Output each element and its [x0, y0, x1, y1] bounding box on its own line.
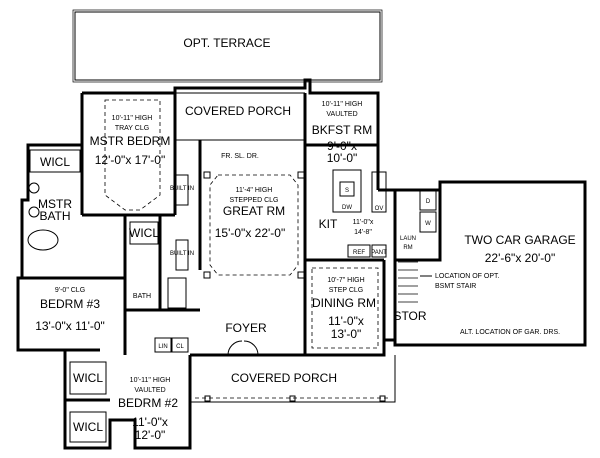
built-in-units: BUILT IN BUILT IN [170, 174, 194, 271]
bedrm2-size-1: 11'-0"x [132, 415, 168, 429]
mstr-bedrm-label: MSTR BEDRM [90, 134, 171, 148]
laun-label-2: RM [403, 245, 412, 251]
sink-label: S [345, 188, 349, 194]
bedroom-2: WICL WICL 10'-11" HIGH VAULTED BEDRM #2 … [69, 361, 178, 443]
lin-label: LIN [158, 344, 167, 350]
built-in-label-upper: BUILT IN [170, 186, 194, 192]
master-bedroom: 10'-11" HIGH TRAY CLG MSTR BEDRM 12'-0"x… [90, 99, 171, 211]
bedrm3-ceiling: 9'-0" CLG [55, 287, 85, 294]
great-rm-size: 15'-0"x 22'-0" [215, 226, 285, 240]
covered-porch-bottom-label: COVERED PORCH [231, 371, 337, 385]
dryer-label: D [426, 199, 431, 205]
built-in-label-lower: BUILT IN [170, 251, 194, 257]
bath-label: BATH [133, 293, 151, 300]
great-ceiling-height: 11'-4" HIGH [236, 187, 273, 194]
bkfst-rm-label: BKFST RM [312, 123, 372, 137]
foyer-label: FOYER [225, 321, 267, 335]
washer-label: W [425, 221, 431, 227]
laundry: D W LAUN RM [393, 188, 442, 262]
hall-bath: BATH [133, 277, 187, 309]
pant-label: PANT [371, 250, 387, 256]
bedrm3-size: 13'-0"x 11'-0" [35, 319, 105, 333]
oven-label: OV [375, 206, 384, 212]
dining-room: 10'-7" HIGH STEP CLG DINING RM 11'-0"x 1… [311, 267, 379, 349]
wicl-bedrm2b-label: WICL [73, 420, 103, 434]
ref-label: REF [353, 250, 365, 256]
mstr-bedrm-size: 12'-0"x 17'-0" [95, 153, 165, 167]
exterior-walls [16, 78, 395, 450]
opt-terrace-label: OPT. TERRACE [183, 36, 270, 50]
covered-porch-top-label: COVERED PORCH [185, 104, 291, 118]
kitchen-island [332, 169, 362, 213]
mstr-bath-label-1: MSTR [38, 197, 72, 211]
bedrm2-ceiling-type: VAULTED [134, 387, 165, 394]
dishwasher-label: DW [342, 205, 352, 211]
covered-porch-top: COVERED PORCH FR. SL. DR. [175, 92, 305, 160]
dining-size-2: 13'-0" [331, 327, 362, 341]
bkfst-ceiling-height: 10'-11" HIGH [322, 101, 363, 108]
ref-pantry: REF PANT [347, 244, 387, 258]
dining-size-1: 11'-0"x [328, 314, 364, 328]
garage-size: 22'-6"x 20'-0" [485, 251, 555, 265]
gar-drs-note: ALT. LOCATION OF GAR. DRS. [460, 329, 560, 336]
great-room: 11'-4" HIGH STEPPED CLG GREAT RM 15'-0"x… [203, 171, 305, 279]
kit-size-1: 11'-0"x [353, 219, 374, 226]
garage: TWO CAR GARAGE 22'-6"x 20'-0" LOCATION O… [393, 180, 587, 347]
covered-porch-bottom: COVERED PORCH [189, 355, 396, 403]
dining-ceiling-height: 10'-7" HIGH [327, 277, 364, 284]
opt-bsmt-stair [398, 261, 418, 303]
great-ceiling-type: STEPPED CLG [229, 197, 278, 204]
kit-size-2: 14'-8" [354, 229, 372, 236]
cl-label: CL [176, 344, 184, 350]
stor-label: STOR [393, 309, 426, 323]
laun-label-1: LAUN [400, 236, 416, 242]
bedrm2-label: BEDRM #2 [118, 396, 178, 410]
foyer: FOYER LIN CL [154, 321, 267, 356]
bedrm3-label: BEDRM #3 [40, 297, 100, 311]
garage-label: TWO CAR GARAGE [464, 233, 575, 247]
kitchen: S DW OV KIT 11'-0"x 14'-8" [319, 169, 387, 236]
mstr-ceiling-type: TRAY CLG [115, 125, 149, 132]
great-rm-label: GREAT RM [223, 204, 285, 218]
tub [27, 229, 59, 251]
storage: STOR [393, 309, 426, 323]
bedrm2-ceiling-height: 10'-11" HIGH [130, 377, 171, 384]
mstr-bath-label-2: BATH [39, 209, 70, 223]
bkfst-size-2: 10'-0" [327, 151, 358, 165]
bkfst-ceiling-type: VAULTED [326, 111, 357, 118]
bedroom-3: 9'-0" CLG BEDRM #3 13'-0"x 11'-0" [35, 287, 105, 333]
bsmt-note-1: LOCATION OF OPT. [435, 273, 499, 280]
dining-ceiling-type: STEP CLG [329, 287, 364, 294]
wicl-bedrm2a-label: WICL [73, 371, 103, 385]
bsmt-note-2: BSMT STAIR [435, 283, 476, 290]
opt-terrace: OPT. TERRACE [72, 9, 383, 83]
bkfst-size-1: 9'-0"x [327, 139, 357, 153]
wicl-master2-label: WICL [129, 226, 159, 240]
wicl-master-label: WICL [40, 155, 70, 169]
kit-label: KIT [319, 217, 338, 231]
bedrm2-size-2: 12'-0" [135, 428, 166, 442]
fr-sl-dr-label: FR. SL. DR. [221, 153, 259, 160]
dining-rm-label: DINING RM [312, 296, 376, 310]
breakfast-room: 10'-11" HIGH VAULTED BKFST RM 9'-0"x 10'… [312, 101, 372, 165]
master-bath-area: WICL MSTR BATH WICL [27, 149, 159, 251]
mstr-ceiling-height: 10'-11" HIGH [112, 115, 153, 122]
